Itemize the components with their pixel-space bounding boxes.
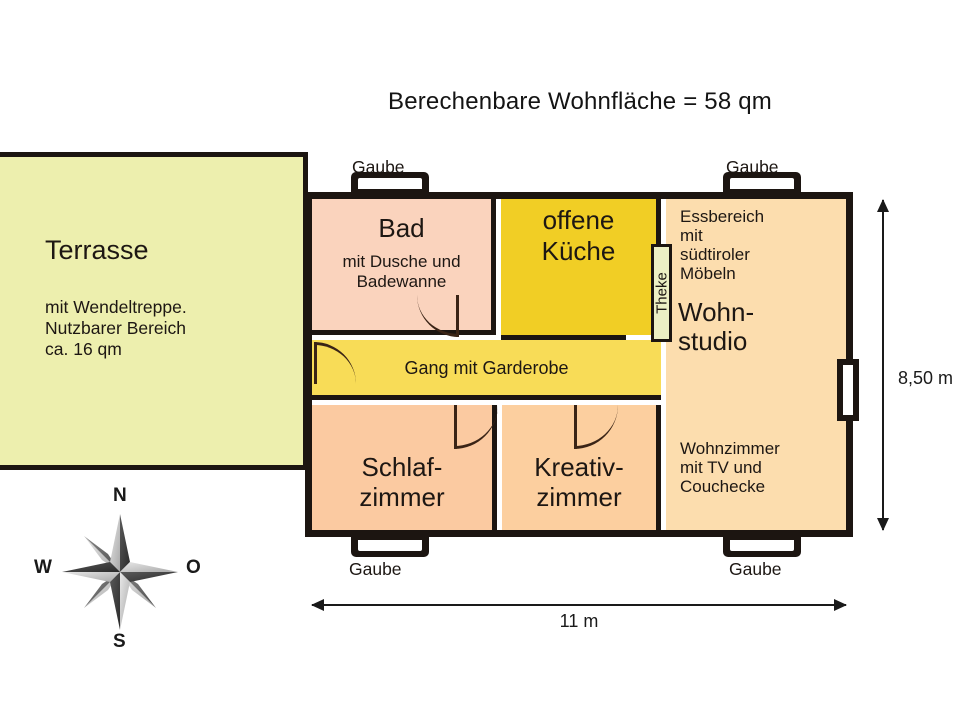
page-title: Berechenbare Wohnfläche = 58 qm xyxy=(387,88,772,115)
door-gang-terrasse-icon xyxy=(314,342,356,384)
counter-theke-label: Theke xyxy=(653,272,670,314)
dimension-width-arrow xyxy=(311,599,847,611)
compass-label-east: O xyxy=(186,557,201,578)
compass-label-north: N xyxy=(113,485,127,506)
compass-label-west: W xyxy=(34,557,52,578)
dimension-height-label: 8,50 m xyxy=(898,368,954,388)
dormer-bottom-left-label: Gaube xyxy=(349,559,402,579)
door-bad-icon xyxy=(417,295,459,337)
room-wohnstudio-dining-note: Essbereich mit südtiroler Möbeln xyxy=(680,207,765,283)
dormer-top-left-icon xyxy=(351,172,429,192)
room-wohnstudio-label: Wohn- studio xyxy=(678,297,755,356)
room-terrasse-label: Terrasse xyxy=(45,235,149,265)
room-terrasse: Terrasse mit Wendeltreppe. Nutzbarer Ber… xyxy=(0,152,308,470)
dormer-bottom-right-label: Gaube xyxy=(729,559,782,579)
wall-segment-kitchen-bottom xyxy=(501,335,626,340)
dormer-bottom-left-icon xyxy=(351,537,429,557)
room-kueche-label: offene Küche xyxy=(541,205,616,266)
window-right-wall xyxy=(837,359,859,421)
compass-rose-icon xyxy=(56,508,184,636)
room-wohnstudio: Essbereich mit südtiroler Möbeln Wohn- s… xyxy=(666,199,846,530)
dimension-width-label: 11 m xyxy=(559,611,599,631)
room-bad-label: Bad xyxy=(378,213,425,243)
room-gang: Gang mit Garderobe xyxy=(312,340,661,400)
door-kreativzimmer-icon xyxy=(574,405,618,449)
room-bad-description: mit Dusche und Badewanne xyxy=(342,252,461,291)
building-outline: Bad mit Dusche und Badewanne offene Küch… xyxy=(305,192,859,537)
room-bad: Bad mit Dusche und Badewanne xyxy=(312,199,496,335)
room-kueche: offene Küche xyxy=(501,199,661,335)
dormer-bottom-right-icon xyxy=(723,537,801,557)
room-wohnstudio-living-note: Wohnzimmer mit TV und Couchecke xyxy=(680,439,780,496)
room-kreativzimmer-label: Kreativ- zimmer xyxy=(534,452,624,512)
room-schlafzimmer-label: Schlaf- zimmer xyxy=(359,452,445,512)
counter-theke: Theke xyxy=(651,244,672,342)
dormer-top-right-icon xyxy=(723,172,801,192)
compass-label-south: S xyxy=(113,631,126,652)
room-terrasse-description: mit Wendeltreppe. Nutzbarer Bereich ca. … xyxy=(45,297,187,359)
dimension-height-arrow xyxy=(877,199,889,531)
door-schlafzimmer-icon xyxy=(454,405,498,449)
room-gang-label: Gang mit Garderobe xyxy=(404,358,569,378)
